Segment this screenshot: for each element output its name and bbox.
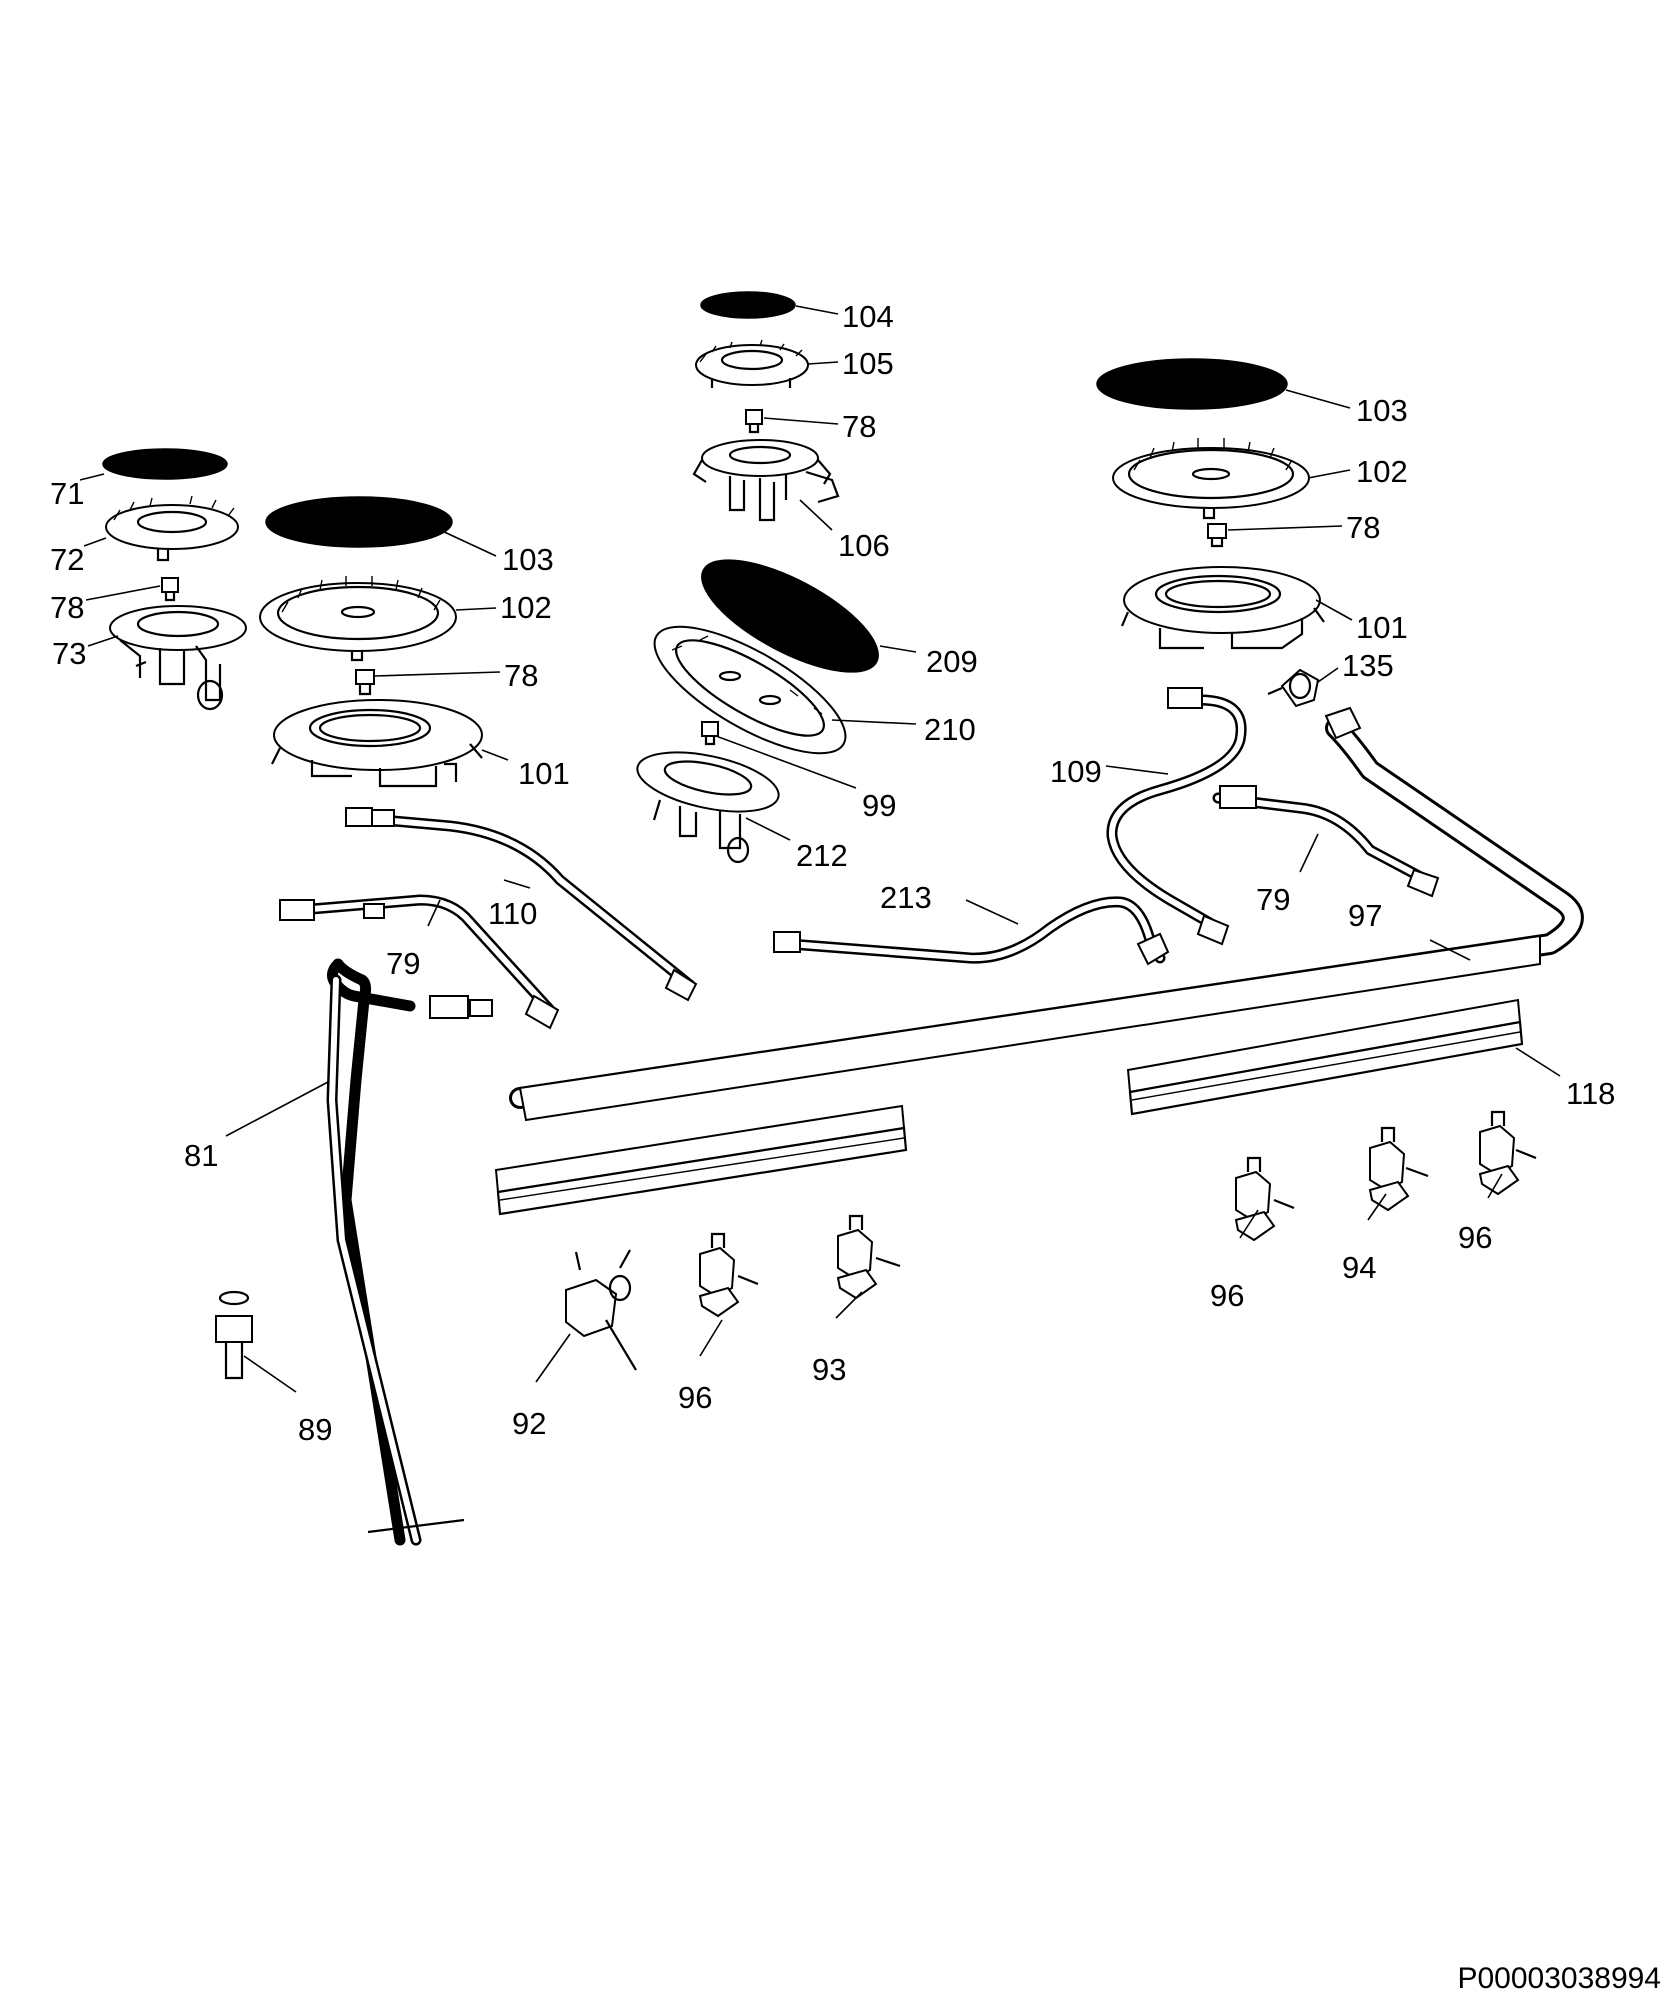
callout-96: 96 (1210, 1278, 1244, 1313)
callout-96: 96 (1458, 1220, 1492, 1255)
callout-78: 78 (1346, 510, 1380, 545)
callout-96: 96 (678, 1380, 712, 1415)
burner-cap-209 (701, 559, 879, 673)
gas-manifold-97 (509, 706, 1584, 1122)
burner-cap-103-left (265, 496, 453, 548)
burner-body-106 (692, 439, 840, 522)
burner-body-212 (636, 751, 780, 864)
flame-spreader-105 (695, 339, 809, 388)
callout-105: 105 (842, 346, 894, 381)
valve-96-right-2 (1478, 1110, 1537, 1196)
callout-103: 103 (1356, 393, 1408, 428)
callout-106: 106 (838, 528, 890, 563)
flame-spreader-102-right (1112, 438, 1310, 520)
injector-78-top (745, 409, 763, 434)
callout-109: 109 (1050, 754, 1102, 789)
burner-cap-104 (700, 291, 796, 319)
callout-78: 78 (504, 658, 538, 693)
callout-135: 135 (1342, 648, 1394, 683)
callout-labels: 104 105 78 106 103 102 78 101 135 71 72 … (50, 299, 1615, 1447)
callout-81: 81 (184, 1138, 218, 1173)
gas-pipe-79-right (1212, 785, 1440, 898)
callout-94: 94 (1342, 1250, 1376, 1285)
injector-78-right (1207, 523, 1227, 548)
burner-body-73 (109, 605, 247, 711)
gas-pipe-81 (326, 958, 493, 1546)
callout-118: 118 (1566, 1076, 1615, 1111)
callout-72: 72 (50, 542, 84, 577)
injector-78-mid (355, 669, 375, 696)
callout-213: 213 (880, 880, 932, 915)
burner-cap-71 (102, 448, 228, 480)
callout-101: 101 (518, 756, 570, 791)
burner-body-101-left (271, 699, 483, 788)
valve-92 (565, 1249, 637, 1371)
valve-96-mid (698, 1232, 759, 1318)
callout-92: 92 (512, 1406, 546, 1441)
burner-cap-103-right (1096, 358, 1288, 410)
valve-96-right-1 (1234, 1156, 1295, 1242)
gas-pipe-110 (345, 807, 698, 1002)
document-code: P00003038994 (1457, 1962, 1661, 1995)
callout-93: 93 (812, 1352, 846, 1387)
callout-210: 210 (924, 712, 976, 747)
callout-209: 209 (926, 644, 978, 679)
burner-body-101-right (1120, 566, 1325, 650)
fitting-89 (215, 1290, 253, 1380)
callout-89: 89 (298, 1412, 332, 1447)
flame-spreader-72 (105, 495, 239, 562)
leader-lines (79, 305, 1561, 1393)
callout-71: 71 (50, 476, 84, 511)
callout-97: 97 (1348, 898, 1382, 933)
callout-102: 102 (500, 590, 552, 625)
flame-spreader-102-left (259, 576, 457, 662)
callout-101: 101 (1356, 610, 1408, 645)
callout-103: 103 (502, 542, 554, 577)
callout-212: 212 (796, 838, 848, 873)
flame-spreader-210 (653, 625, 847, 755)
rail-left (494, 1104, 908, 1216)
callout-78: 78 (50, 590, 84, 625)
valve-93 (836, 1214, 901, 1300)
callout-79: 79 (386, 946, 420, 981)
callout-79: 79 (1256, 882, 1290, 917)
callout-102: 102 (1356, 454, 1408, 489)
gas-pipe-213 (773, 896, 1170, 966)
rail-118 (1126, 998, 1524, 1116)
callout-73: 73 (52, 636, 86, 671)
gas-pipe-109 (1106, 687, 1247, 946)
callout-110: 110 (488, 896, 537, 931)
callout-99: 99 (862, 788, 896, 823)
gas-pipe-79-left (279, 894, 560, 1030)
valve-94 (1368, 1126, 1429, 1212)
injector-99 (701, 721, 719, 746)
callout-104: 104 (842, 299, 894, 334)
connector-135 (1267, 668, 1320, 708)
injector-78-left (161, 577, 179, 602)
callout-78: 78 (842, 409, 876, 444)
